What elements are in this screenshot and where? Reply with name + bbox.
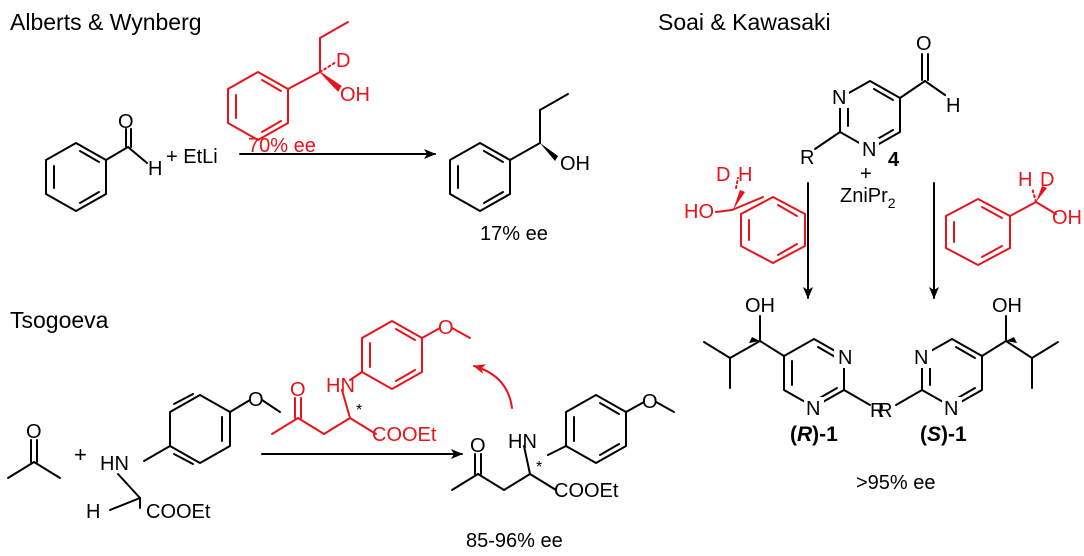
soai-S-product-N1: N	[914, 347, 928, 369]
alberts-product-ee: 17% ee	[480, 223, 548, 245]
alberts-catalyst-ee: 70% ee	[248, 135, 316, 157]
tsogoeva-plus: +	[74, 442, 87, 467]
tsogoeva-autocatalysis-arrow	[473, 364, 513, 409]
alberts-catalyst: D OH	[227, 21, 370, 141]
soai-N-top: N	[832, 87, 846, 109]
soai-R-label: (R)-1	[790, 423, 838, 446]
tsogoeva-product-star: *	[536, 459, 542, 476]
tsogoeva-acetone: O	[7, 421, 61, 479]
soai-left-D: D	[716, 164, 730, 186]
tsogoeva-catalyst-star: *	[356, 402, 362, 419]
alberts-catalyst-D: D	[336, 50, 350, 72]
tsogoeva-section: Tsogoeva O + HN H COOEt O	[7, 307, 675, 552]
soai-R-product-R: R	[870, 400, 884, 422]
alberts-benzaldehyde: O H	[45, 111, 162, 212]
soai-aldehyde-O: O	[916, 33, 932, 55]
alberts-catalyst-OH: OH	[340, 84, 370, 106]
soai-R: R	[800, 147, 814, 169]
alberts-aldehyde-H: H	[148, 158, 162, 180]
tsogoeva-amine-HN: HN	[100, 453, 129, 475]
tsogoeva-product: O HN * COOEt O	[451, 391, 675, 502]
soai-S-label: (S)-1	[920, 423, 967, 446]
soai-left-H: H	[738, 164, 752, 186]
tsogoeva-catalyst-O: O	[290, 379, 306, 401]
soai-S-product-N2: N	[944, 398, 958, 420]
alberts-product: OH	[449, 93, 590, 212]
soai-kawasaki-section: Soai & Kawasaki N N O H R 4 + ZniPr2	[658, 9, 1082, 494]
soai-heading: Soai & Kawasaki	[658, 9, 831, 35]
tsogoeva-catalyst: O HN * COOEt O	[271, 317, 471, 446]
alberts-product-OH: OH	[560, 153, 590, 175]
soai-S-product: OH N N R	[878, 295, 1059, 422]
soai-S-product-R: R	[878, 400, 892, 422]
soai-reagent-main: ZniPr	[840, 185, 888, 207]
tsogoeva-product-O: O	[470, 435, 486, 457]
tsogoeva-product-OMe: O	[642, 391, 658, 413]
tsogoeva-amine-OMe: O	[248, 389, 264, 411]
soai-pyrimidine-aldehyde: N N O H R 4	[800, 33, 960, 171]
tsogoeva-product-HN: HN	[508, 431, 537, 453]
tsogoeva-catalyst-HN: HN	[326, 375, 355, 397]
tsogoeva-amine-reagent: HN H COOEt O	[86, 389, 281, 523]
tsogoeva-catalyst-ester: COOEt	[372, 424, 437, 446]
tsogoeva-product-ester: COOEt	[554, 480, 619, 502]
alberts-heading: Alberts & Wynberg	[10, 9, 202, 35]
soai-right-D: D	[1040, 169, 1054, 191]
tsogoeva-amine-ester: COOEt	[146, 501, 211, 523]
soai-R-product: OH N N R	[703, 295, 884, 422]
soai-N-bottom: N	[862, 139, 876, 161]
tsogoeva-catalyst-OMe: O	[438, 317, 454, 339]
svg-text:ZniPr2: ZniPr2	[840, 185, 896, 211]
tsogoeva-amine-H: H	[86, 501, 100, 523]
soai-R-product-N2: N	[806, 398, 820, 420]
soai-ee: >95% ee	[856, 472, 936, 494]
tsogoeva-acetone-O: O	[26, 421, 42, 443]
soai-right-OH: OH	[1052, 207, 1082, 229]
soai-right-H: H	[1018, 169, 1032, 191]
alberts-wynberg-section: Alberts & Wynberg D OH 70% ee O	[10, 9, 590, 245]
soai-S-product-OH: OH	[992, 295, 1022, 317]
soai-left-deuterated-alcohol: D H HO	[684, 164, 806, 264]
tsogoeva-heading: Tsogoeva	[10, 307, 109, 333]
soai-right-deuterated-alcohol: H D OH	[945, 169, 1082, 266]
alberts-reagent: + EtLi	[166, 146, 218, 168]
soai-left-HO: HO	[684, 201, 714, 223]
soai-aldehyde-H: H	[946, 95, 960, 117]
alberts-aldehyde-O: O	[118, 111, 134, 133]
soai-compound-number: 4	[888, 149, 900, 171]
soai-plus: +	[860, 163, 872, 185]
soai-reagent-sub: 2	[888, 195, 896, 211]
soai-R-product-OH: OH	[745, 295, 775, 317]
tsogoeva-product-ee: 85-96% ee	[466, 530, 563, 552]
soai-R-product-N1: N	[838, 347, 852, 369]
